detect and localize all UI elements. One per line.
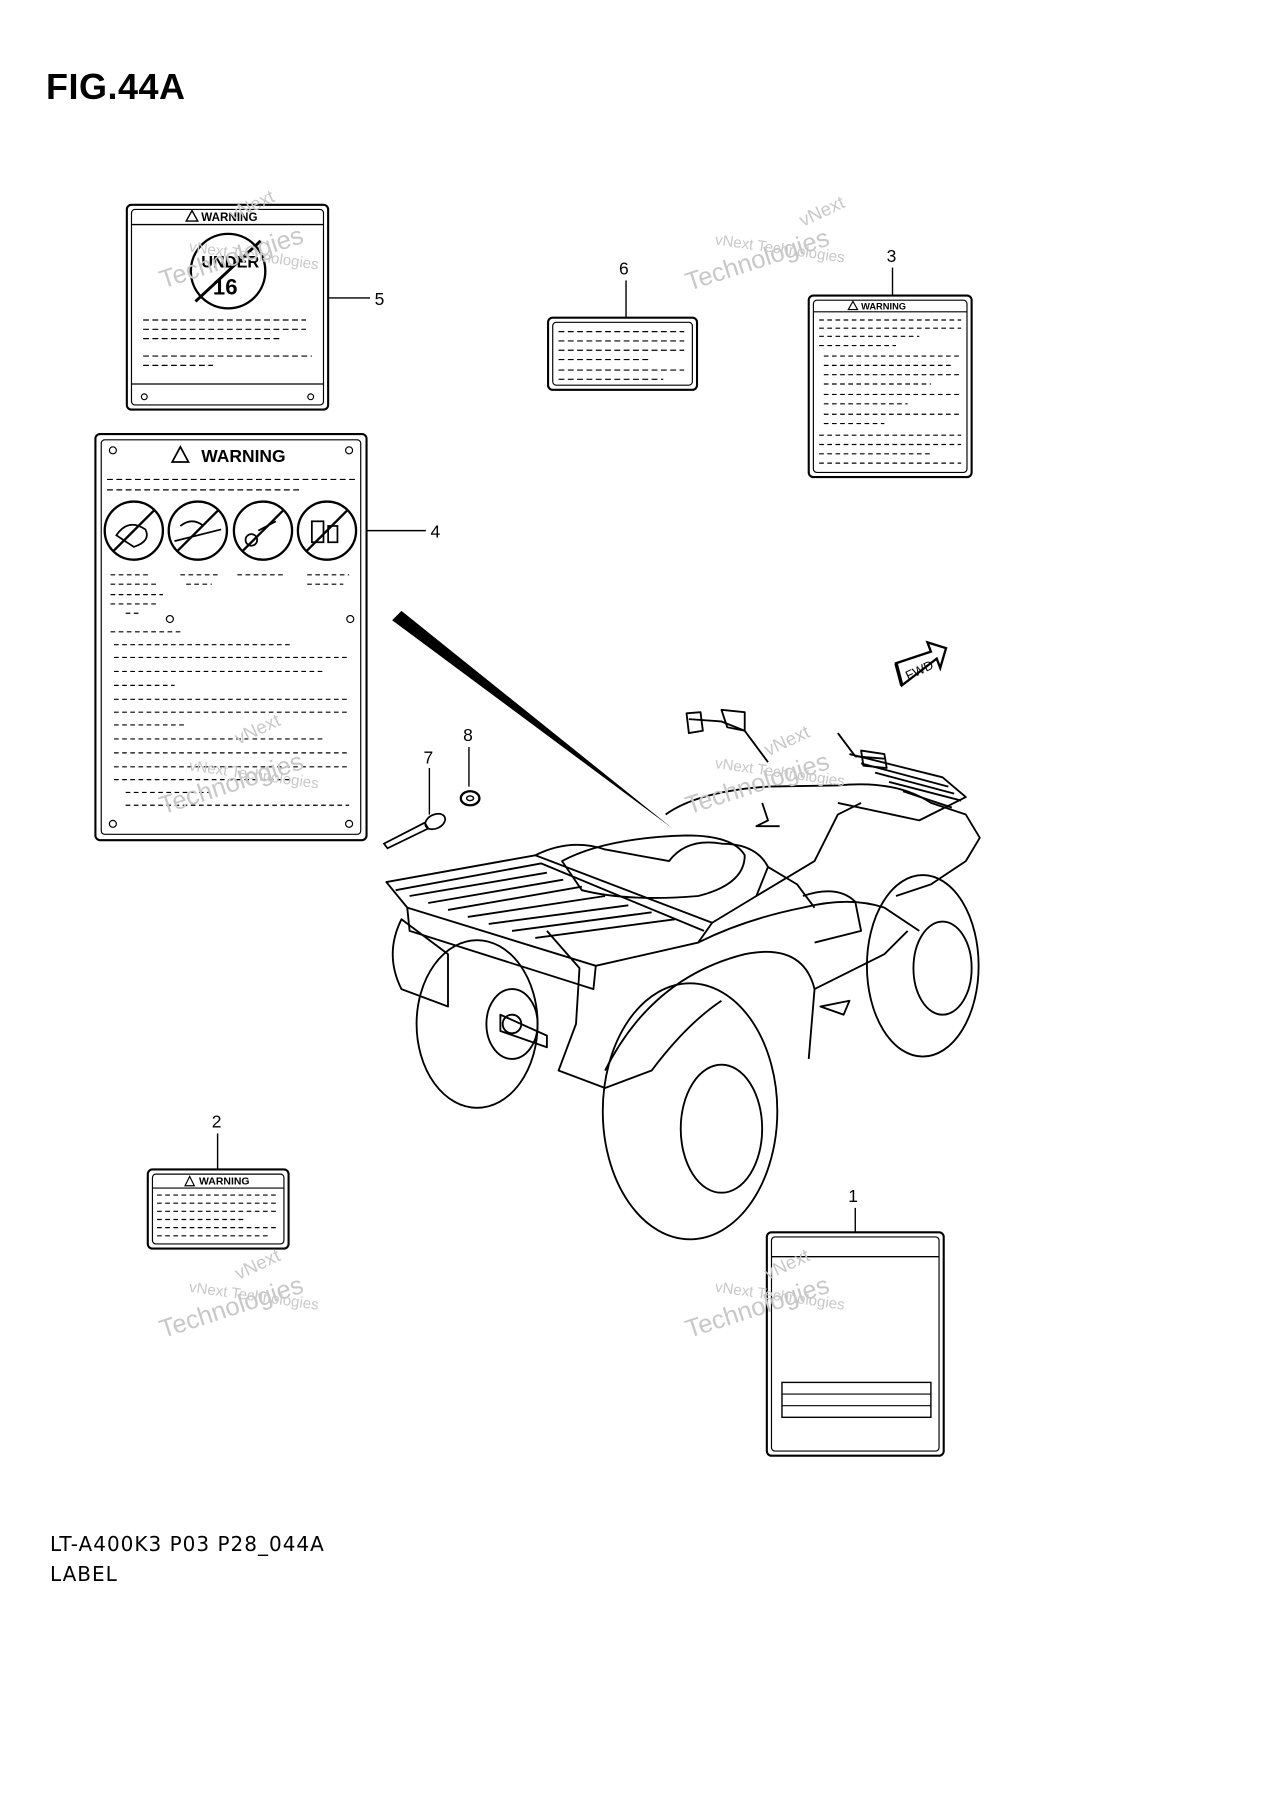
callout-2: 2 bbox=[212, 1112, 222, 1132]
warning-triangle-icon bbox=[170, 444, 190, 463]
pictogram-row bbox=[103, 500, 358, 561]
callout-4: 4 bbox=[431, 522, 441, 542]
figure-title: FIG.44A bbox=[46, 66, 186, 107]
label-3-warning: 3 WARNING bbox=[807, 246, 973, 479]
warning-triangle-icon bbox=[184, 209, 200, 222]
callout-7: 7 bbox=[424, 747, 434, 767]
label-2-warning-text: WARNING bbox=[199, 1177, 250, 1188]
warning-triangle-icon bbox=[184, 1175, 196, 1187]
label-4-warning-text: WARNING bbox=[201, 446, 285, 466]
watermark-4: vNext vNext Technologies Technologies bbox=[682, 721, 846, 821]
fwd-arrow-icon: FWD bbox=[894, 640, 948, 688]
figure-code: LT-A400K3 P03 P28_044A bbox=[50, 1532, 325, 1556]
fwd-text: FWD bbox=[903, 657, 936, 683]
watermark-5: vNext vNext Technologies Technologies bbox=[156, 1244, 320, 1344]
label-5-under-text: UNDER bbox=[201, 254, 259, 272]
warning-triangle-icon bbox=[847, 300, 859, 311]
callout-5: 5 bbox=[375, 289, 385, 309]
label-2-warning: 2 WARNING bbox=[146, 1112, 290, 1250]
label-5-age-text: 16 bbox=[213, 274, 238, 299]
figure-name: LABEL bbox=[50, 1562, 118, 1586]
watermark-2: vNext vNext Technologies Technologies bbox=[682, 191, 848, 297]
callout-8: 8 bbox=[463, 725, 473, 745]
part-8-washer: 8 bbox=[459, 725, 481, 807]
part-7-rivet: 7 bbox=[382, 747, 447, 850]
callout-6: 6 bbox=[619, 259, 629, 279]
atv-vehicle-outline bbox=[385, 708, 981, 1241]
label-5-under-16-warning: WARNING UNDER 16 5 bbox=[125, 203, 385, 411]
pointer-wedge bbox=[392, 610, 673, 829]
label-6: 6 bbox=[547, 259, 699, 391]
label-3-warning-text: WARNING bbox=[861, 302, 906, 312]
callout-1: 1 bbox=[848, 1186, 858, 1206]
callout-3: 3 bbox=[887, 246, 897, 266]
label-5-warning-text: WARNING bbox=[201, 211, 257, 224]
label-4-warning: WARNING bbox=[94, 432, 441, 842]
label-1: 1 bbox=[765, 1186, 945, 1457]
